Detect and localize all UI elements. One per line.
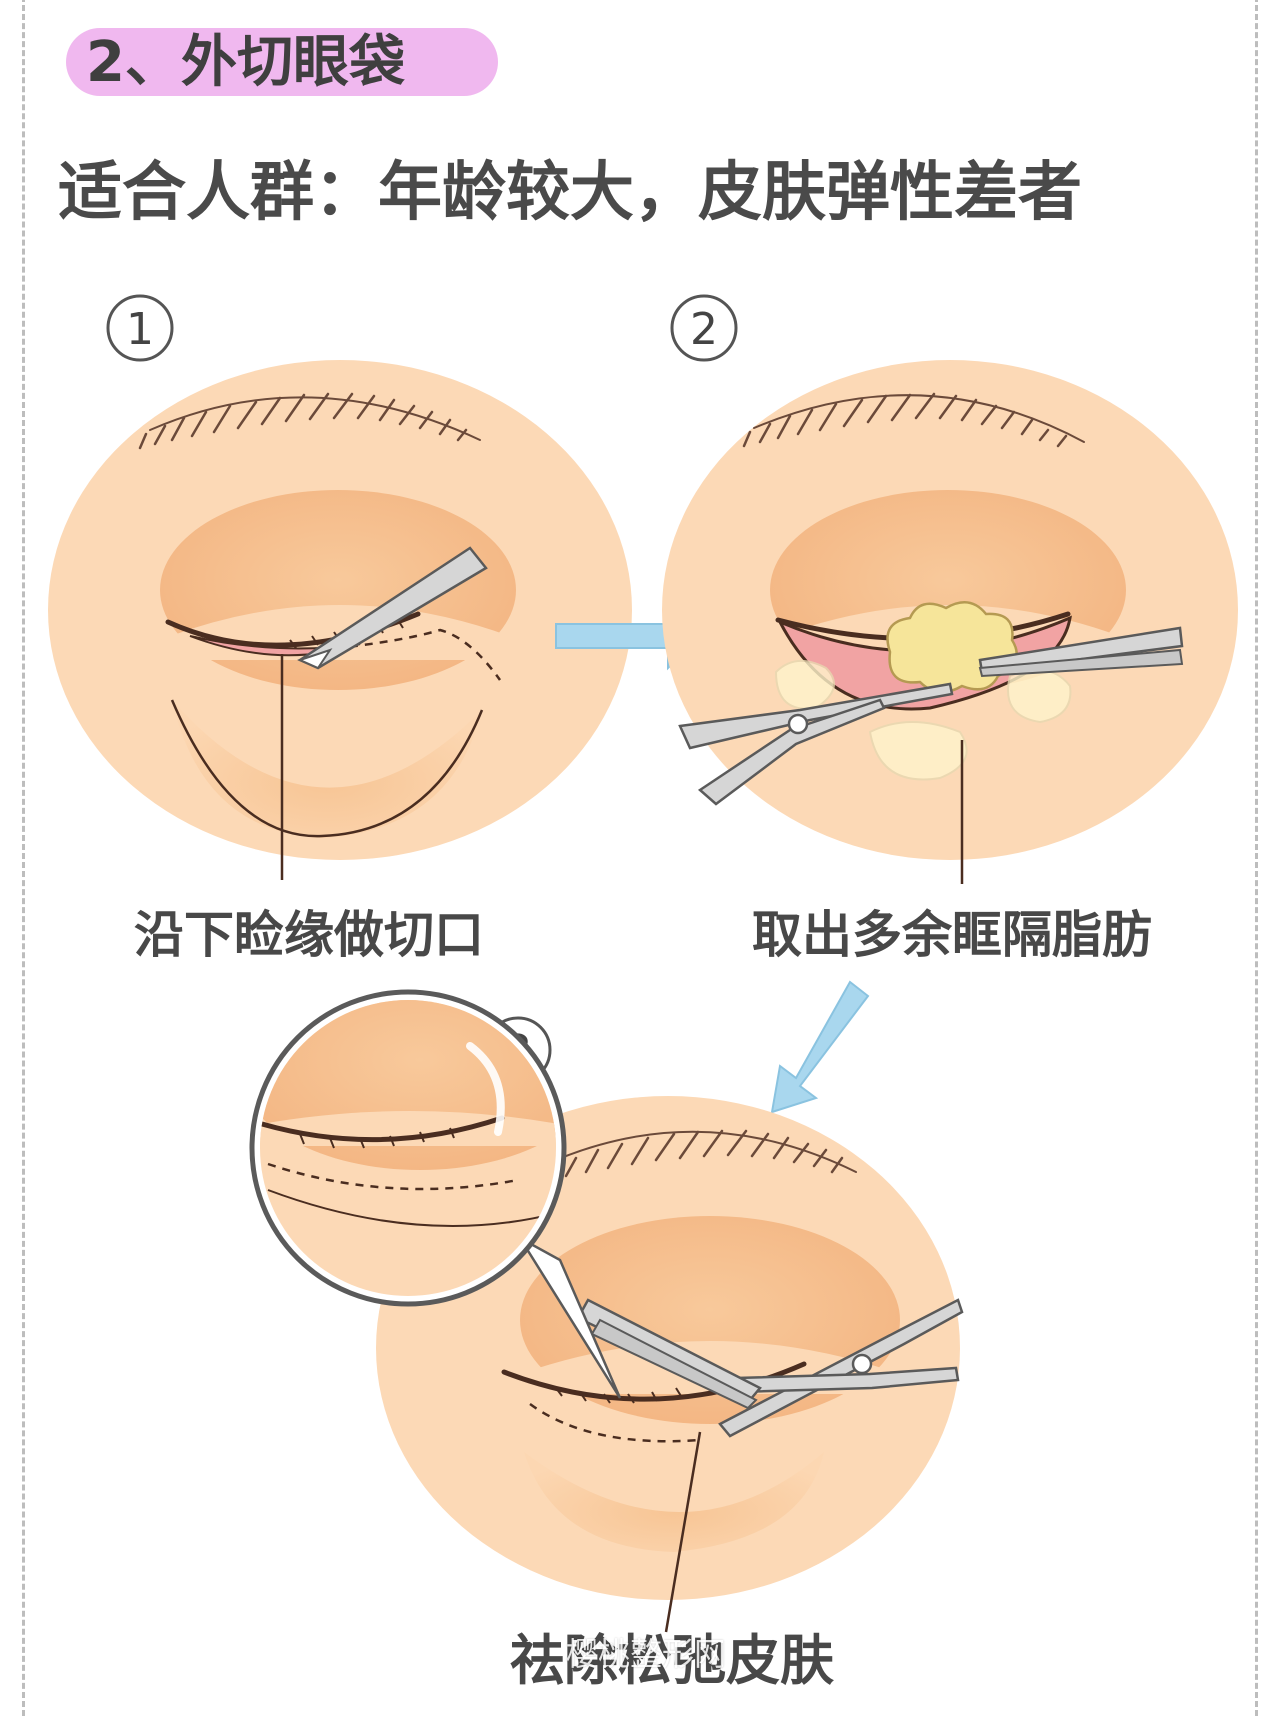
step-2-eyebrow: [742, 392, 1085, 448]
heading-highlight: [66, 28, 498, 96]
step-1-number: 1: [126, 304, 154, 355]
step-2-number-circle: [670, 294, 738, 362]
step-1-number-circle: [106, 294, 174, 362]
section-heading: 2、外切眼袋: [66, 18, 506, 104]
arrow-down-left-icon: [770, 980, 870, 1114]
step-3-illustration: 3: [249, 989, 964, 1633]
step-3-lower-bag: [524, 1452, 824, 1552]
watermark: 樱桃整形网: [566, 1635, 727, 1673]
step-2-number: 2: [690, 304, 718, 355]
step-3-leader-line: [664, 1431, 702, 1633]
heading-text: 2、外切眼袋: [86, 30, 405, 95]
step-1-illustration: 1: [48, 294, 632, 880]
target-group-subtitle: 适合人群：年龄较大，皮肤弹性差者: [58, 156, 1082, 230]
scalpel-icon: [297, 546, 488, 670]
step-1-caption: 沿下睑缘做切口: [134, 906, 484, 964]
trimming-scissors-icon: [718, 1298, 964, 1438]
step-2-orbital-fat-outline: [774, 660, 1072, 781]
step-2-illustration: 2: [662, 294, 1238, 884]
forceps-icon: [978, 626, 1184, 678]
step-1-lower-bag: [172, 700, 482, 838]
step-3-caption: 祛除松弛皮肤: [510, 1629, 834, 1692]
magnifier-icon: [249, 989, 622, 1399]
step-1-eyebrow: [138, 392, 481, 450]
scissors-icon: [678, 682, 954, 806]
step-2-caption: 取出多余眶隔脂肪: [752, 906, 1152, 964]
